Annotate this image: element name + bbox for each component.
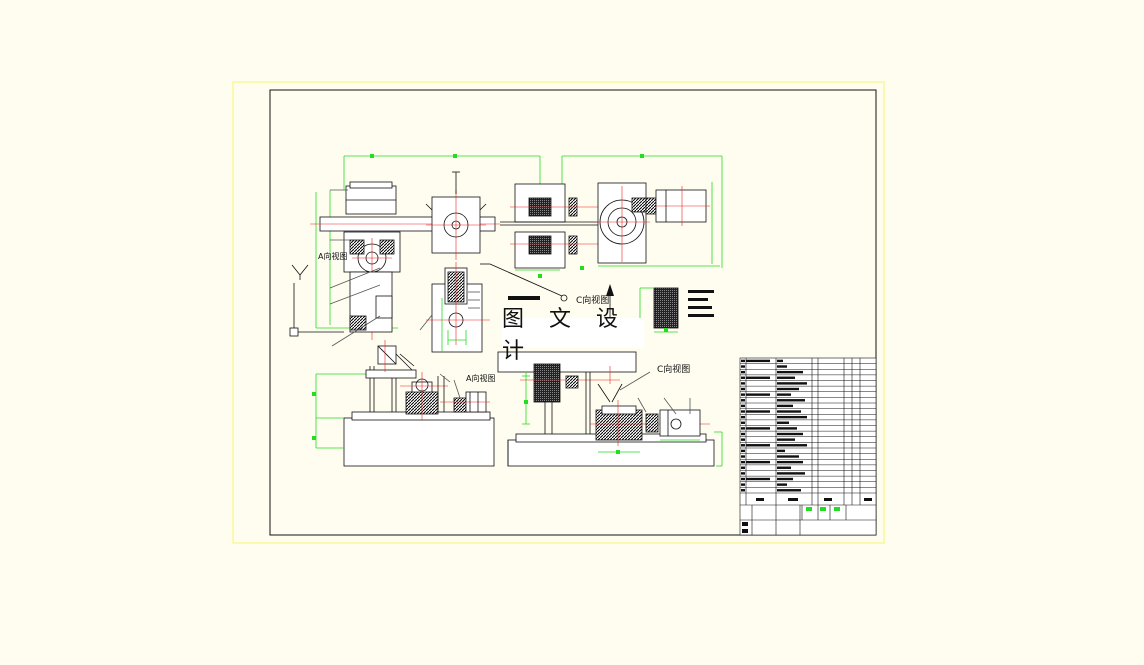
parts-list-text-mark (777, 393, 791, 396)
parts-list-index-mark (741, 382, 745, 385)
parts-list-code-mark (746, 410, 770, 413)
parts-list-text-mark (777, 404, 793, 408)
parts-list-index-mark (741, 370, 745, 374)
parts-list-index-mark (741, 421, 745, 424)
parts-list-index-mark (741, 415, 745, 419)
parts-list-text-mark (777, 427, 797, 430)
parts-list-index-mark (741, 438, 745, 441)
front-view-right (497, 351, 723, 467)
parts-list-index-mark (741, 466, 745, 469)
parts-list-text-mark (777, 410, 801, 413)
parts-list-index-mark (741, 472, 745, 475)
parts-list-text-mark (777, 489, 801, 492)
parts-list-index-mark (741, 387, 745, 391)
flange-view (425, 171, 487, 260)
side-view-assembly (289, 154, 541, 347)
parts-list-text-mark (777, 376, 795, 379)
parts-list-text-mark (777, 370, 803, 374)
view-label-a-bottom: A向视图 (466, 374, 496, 383)
parts-list-index-mark (741, 444, 745, 447)
parts-list-index-mark (741, 489, 745, 492)
parts-list-text-mark (777, 460, 803, 464)
parts-list-code-mark (746, 460, 770, 464)
parts-list-index-mark (741, 404, 745, 408)
parts-list-code-mark (746, 376, 770, 379)
parts-list-text-mark (777, 387, 799, 391)
parts-list-text-mark (777, 472, 805, 475)
parts-list-text-mark (777, 477, 793, 481)
parts-list-index-mark (741, 410, 745, 413)
parts-list-index-mark (741, 376, 745, 379)
title-block (739, 357, 877, 536)
parts-list-text-mark (777, 466, 791, 469)
parts-list-text-mark (777, 382, 807, 385)
view-label-c-mid: C向视图 (576, 296, 610, 306)
parts-list-index-mark (741, 359, 745, 363)
parts-list-code-mark (746, 393, 770, 396)
parts-list-index-mark (741, 449, 745, 453)
parts-list-code-mark (746, 427, 770, 430)
parts-list-text-mark (777, 438, 795, 441)
parts-list-text-mark (777, 365, 787, 368)
parts-list-text-mark (777, 444, 807, 447)
parts-list-text-mark (777, 421, 789, 424)
parts-list-code-mark (746, 444, 770, 447)
parts-list-index-mark (741, 399, 745, 402)
parts-list-index-mark (741, 365, 745, 368)
parts-list-text-mark (777, 455, 799, 458)
parts-list-text-mark (777, 449, 785, 453)
parts-list-index-mark (741, 393, 745, 396)
parts-list-code-mark (746, 359, 770, 363)
parts-list-text-mark (777, 483, 787, 486)
parts-list-index-mark (741, 455, 745, 458)
parts-list-text-mark (777, 415, 807, 419)
parts-list-index-mark (741, 477, 745, 481)
parts-list-index-mark (741, 460, 745, 464)
parts-list-text-mark (777, 432, 803, 436)
parts-list-code-mark (746, 477, 770, 481)
parts-list-index-mark (741, 483, 745, 486)
sheet-border (232, 81, 885, 544)
parts-list-index-mark (741, 432, 745, 436)
drawing-frame (269, 89, 877, 536)
section-view (419, 262, 714, 353)
view-label-c-bottom: C向视图 (657, 365, 691, 375)
watermark-text: 图 文 设 计 (502, 307, 644, 364)
plan-view (500, 154, 723, 278)
parts-list-text-mark (777, 359, 783, 363)
parts-list-index-mark (741, 427, 745, 430)
view-label-a-top: A向视图 (318, 252, 348, 261)
front-view-left (312, 340, 495, 467)
parts-list-text-mark (777, 399, 805, 402)
